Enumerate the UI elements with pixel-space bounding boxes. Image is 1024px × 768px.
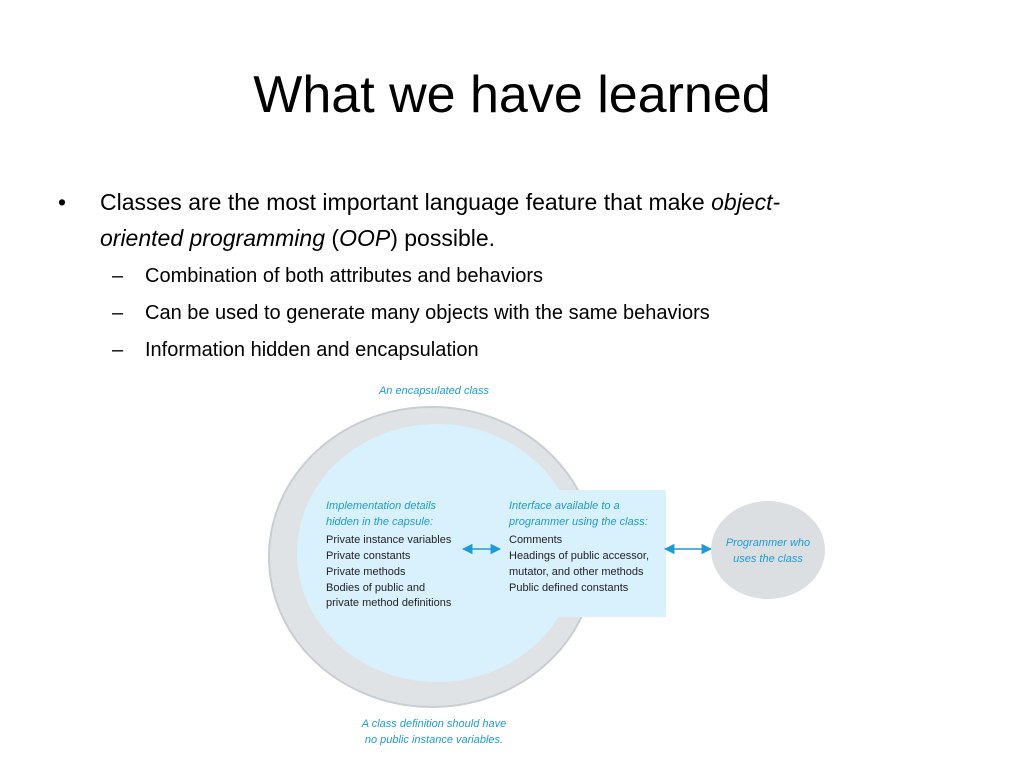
bullet-text-start: Classes are the most important language …	[100, 189, 712, 215]
capsule-inner	[297, 424, 577, 682]
interface-heading-line: Interface available to a	[509, 500, 620, 512]
bullet-item-classes: • Classes are the most important languag…	[58, 184, 918, 256]
sub-bullet-marker: –	[112, 265, 124, 287]
implementation-details: Implementation details hidden in the cap…	[326, 499, 506, 612]
implementation-item: Private instance variables	[326, 534, 452, 547]
bullet-italic-oop: OOP	[339, 225, 391, 251]
interface-item: Headings of public accessor,	[509, 550, 650, 563]
sub-bullet-list: – Combination of both attributes and beh…	[58, 258, 918, 369]
implementation-heading-line: hidden in the capsule:	[326, 515, 434, 528]
bottom-caption: A class definition should have no public…	[334, 716, 534, 748]
sub-bullet-item: – Can be used to generate many objects w…	[58, 295, 918, 332]
interface-item: mutator, and other methods	[509, 565, 644, 578]
sub-bullet-text: Combination of both attributes and behav…	[145, 265, 544, 287]
bullet-italic-oop-phrase: oriented programming	[100, 225, 326, 251]
bottom-caption-line: A class definition should have	[361, 718, 507, 730]
interface-item: Comments	[509, 534, 563, 547]
sub-bullet-text: Can be used to generate many objects wit…	[145, 302, 710, 324]
sub-bullet-marker: –	[112, 302, 124, 324]
implementation-item: Private methods	[326, 565, 406, 578]
top-caption: An encapsulated class	[378, 385, 490, 397]
bottom-caption-line: no public instance variables.	[364, 734, 504, 746]
interface-heading-line: programmer using the class:	[509, 515, 648, 528]
sub-bullet-item: – Information hidden and encapsulation	[58, 332, 918, 369]
sub-bullet-marker: –	[112, 339, 124, 361]
bullet-list: • Classes are the most important languag…	[58, 184, 918, 369]
slide-title: What we have learned	[253, 66, 771, 124]
programmer-label-line: Programmer who	[725, 537, 811, 549]
interface-item: Public defined constants	[509, 581, 629, 594]
programmer-label-line: uses the class	[733, 553, 803, 565]
bullet-text-end: ) possible.	[390, 225, 496, 251]
bullet-marker: •	[58, 189, 67, 215]
implementation-item: Private constants	[326, 550, 411, 563]
programmer-circle	[711, 501, 825, 599]
sub-bullet-item: – Combination of both attributes and beh…	[58, 258, 918, 295]
implementation-item: private method definitions	[326, 597, 452, 610]
programmer-label: Programmer who uses the class	[712, 535, 824, 567]
interface-details: Interface available to a programmer usin…	[509, 499, 669, 596]
bullet-text-paren-open: (	[325, 225, 340, 251]
sub-bullet-text: Information hidden and encapsulation	[145, 339, 479, 361]
bullet-italic-object: object-	[711, 189, 781, 215]
implementation-heading-line: Implementation details	[326, 500, 437, 512]
interface-panel	[503, 490, 666, 617]
implementation-item: Bodies of public and	[326, 581, 426, 594]
